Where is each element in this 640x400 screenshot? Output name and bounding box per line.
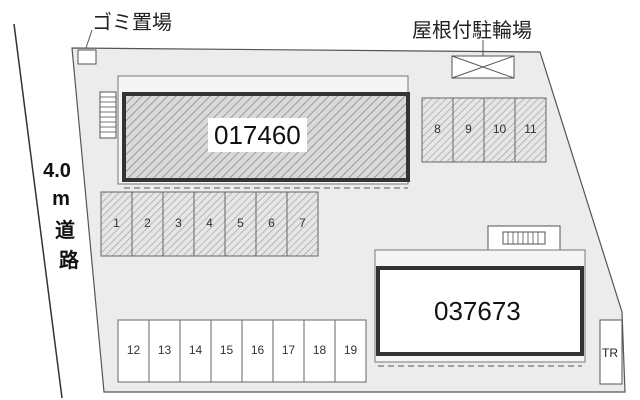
parking-slot-number: 9 (465, 122, 472, 136)
trash-area (77, 49, 97, 65)
road-edge-line (13, 23, 63, 399)
parking-slot-number: 19 (343, 343, 358, 357)
transformer-label: TR (602, 346, 618, 360)
building-1-number: 017460 (208, 118, 307, 152)
parking-upper-slot-2 (131, 191, 164, 257)
parking-slot-number: 16 (250, 343, 265, 357)
parking-slot-number: 17 (281, 343, 296, 357)
building-2 (376, 266, 584, 356)
parking-slot-number: 8 (434, 122, 441, 136)
parking-slot-number: 1 (113, 216, 120, 230)
parking-lower-slot-18 (303, 319, 336, 383)
parking-slot-number: 18 (312, 343, 327, 357)
parking-right-slot-10 (483, 97, 516, 163)
parking-upper-group (100, 191, 319, 257)
parking-lower-slot-15 (210, 319, 243, 383)
parking-slot-number: 14 (188, 343, 203, 357)
parking-slot-number: 5 (237, 216, 244, 230)
parking-lower-slot-14 (179, 319, 212, 383)
parking-lower-group (117, 319, 367, 383)
parking-slot-number: 15 (219, 343, 234, 357)
road-label-char-1: 道 (55, 220, 75, 242)
road-width-unit: m (52, 188, 70, 210)
parking-upper-slot-6 (255, 191, 288, 257)
trash-area-label: ゴミ置場 (92, 12, 172, 34)
parking-slot-number: 12 (126, 343, 141, 357)
building-2-stairs (502, 231, 546, 245)
parking-upper-slot-4 (193, 191, 226, 257)
building-1-stair-treads (100, 96, 116, 133)
bike-shelter-cross-b (451, 55, 515, 79)
transformer-box (599, 319, 623, 385)
parking-slot-number: 2 (144, 216, 151, 230)
building-2-stair-treads (507, 232, 539, 244)
parking-slot-number: 6 (268, 216, 275, 230)
road-width-label: 4.0 (43, 160, 71, 182)
parking-lower-slot-16 (241, 319, 274, 383)
building-1-stairs (99, 91, 117, 139)
parking-slot-number: 10 (492, 122, 507, 136)
parking-right-slot-11 (514, 97, 547, 163)
parking-slot-number: 3 (175, 216, 182, 230)
parking-upper-slot-7 (286, 191, 319, 257)
parking-lower-slot-19 (334, 319, 367, 383)
parking-slot-number: 4 (206, 216, 213, 230)
road-label-char-2: 路 (59, 250, 79, 272)
parking-right-group (421, 97, 547, 163)
parking-lower-slot-17 (272, 319, 305, 383)
parking-slot-number: 13 (157, 343, 172, 357)
trash-leader-line (85, 29, 93, 49)
parking-lower-slot-13 (148, 319, 181, 383)
building-2-number: 037673 (428, 294, 527, 328)
parking-slot-number: 11 (524, 122, 537, 136)
parking-slot-number: 7 (299, 216, 306, 230)
bike-shelter-label: 屋根付駐輪場 (412, 20, 532, 42)
parking-right-slot-8 (421, 97, 454, 163)
parking-lower-slot-12 (117, 319, 150, 383)
